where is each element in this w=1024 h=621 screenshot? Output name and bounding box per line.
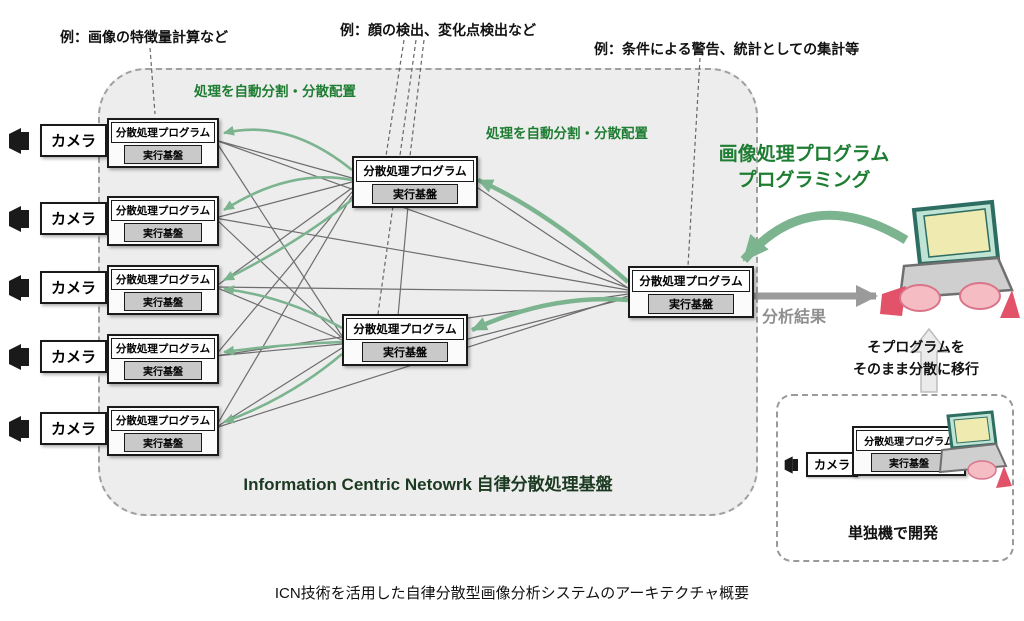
migrate-note: そプログラムを そのまま分散に移行	[824, 336, 1008, 381]
program-label: 分散処理プログラム	[632, 270, 750, 292]
proc-node-mid-2: 分散処理プログラム 実行基盤	[342, 314, 468, 366]
distribute-arrows	[223, 125, 355, 424]
program-label: 分散処理プログラム	[111, 200, 215, 221]
runtime-label: 実行基盤	[371, 184, 459, 204]
mesh-lines	[214, 139, 629, 429]
dev-camera-unit: カメラ	[784, 452, 859, 477]
standalone-dev-label: 単独機で開発	[847, 525, 938, 542]
program-label: 分散処理プログラム	[346, 318, 464, 340]
programming-arrow	[740, 210, 909, 263]
camera-label: カメラ	[40, 412, 108, 445]
platform-label: Information Centric Netowrk 自律分散処理基盤	[243, 475, 613, 494]
runtime-label: 実行基盤	[123, 223, 203, 242]
camera-label: カメラ	[40, 340, 108, 373]
runtime-label: 実行基盤	[647, 294, 735, 314]
auto-distribute-label-left: 処理を自動分割・分散配置	[194, 84, 356, 99]
camera-label: カメラ	[806, 452, 859, 477]
camera-unit-3: カメラ	[8, 271, 108, 304]
camera-icon	[9, 415, 29, 442]
image-program-line2: プログラミング	[737, 169, 871, 191]
annotation-face-detect: 例：顔の検出、変化点検出など	[340, 22, 536, 38]
proc-node-right: 分散処理プログラム 実行基盤	[628, 266, 754, 318]
proc-node-cam-5: 分散処理プログラム 実行基盤	[107, 406, 219, 456]
camera-icon	[784, 455, 798, 474]
annotation-feature-calc: 例：画像の特徴量計算など	[60, 29, 228, 45]
camera-icon	[9, 205, 29, 232]
camera-unit-5: カメラ	[8, 412, 108, 445]
camera-unit-1: カメラ	[8, 124, 108, 157]
migrate-line2: そのまま分散に移行	[853, 361, 979, 378]
proc-node-cam-4: 分散処理プログラム 実行基盤	[107, 334, 219, 384]
runtime-label: 実行基盤	[361, 342, 449, 362]
runtime-label: 実行基盤	[123, 292, 203, 311]
camera-icon	[9, 274, 29, 301]
program-label: 分散処理プログラム	[111, 410, 215, 431]
camera-icon	[9, 343, 29, 370]
camera-unit-2: カメラ	[8, 202, 108, 235]
program-label: 分散処理プログラム	[111, 122, 215, 143]
image-program-label: 画像処理プログラム プログラミング	[696, 142, 912, 193]
deploy-up-arrow	[909, 327, 949, 393]
dev-laptop-icon	[938, 410, 1012, 488]
analysis-result-label: 分析結果	[762, 309, 827, 326]
program-label: 分散処理プログラム	[356, 160, 474, 182]
runtime-label: 実行基盤	[123, 433, 203, 452]
camera-label: カメラ	[40, 271, 108, 304]
migrate-arrows	[471, 177, 630, 333]
diagram-caption: ICN技術を活用した自律分散型画像分析システムのアーキテクチャ概要	[274, 585, 750, 602]
proc-node-cam-1: 分散処理プログラム 実行基盤	[107, 118, 219, 168]
proc-node-mid-1: 分散処理プログラム 実行基盤	[352, 156, 478, 208]
program-label: 分散処理プログラム	[111, 338, 215, 359]
image-program-line1: 画像処理プログラム	[718, 144, 890, 165]
camera-icon	[9, 127, 29, 154]
runtime-label: 実行基盤	[123, 145, 203, 164]
runtime-label: 実行基盤	[123, 361, 203, 380]
auto-distribute-label-center: 処理を自動分割・分散配置	[486, 126, 648, 141]
annotation-alert-aggregate: 例：条件による警告、統計としての集計等	[594, 41, 860, 57]
laptop-icon	[880, 199, 1020, 318]
proc-node-cam-2: 分散処理プログラム 実行基盤	[107, 196, 219, 246]
callout-lines	[149, 39, 701, 315]
camera-label: カメラ	[40, 124, 108, 157]
migrate-line1: そプログラムを	[867, 339, 965, 355]
program-label: 分散処理プログラム	[856, 430, 962, 451]
proc-node-dev: 分散処理プログラム 実行基盤	[852, 426, 966, 476]
camera-unit-4: カメラ	[8, 340, 108, 373]
program-label: 分散処理プログラム	[111, 269, 215, 290]
proc-node-cam-3: 分散処理プログラム 実行基盤	[107, 265, 219, 315]
camera-label: カメラ	[40, 202, 108, 235]
